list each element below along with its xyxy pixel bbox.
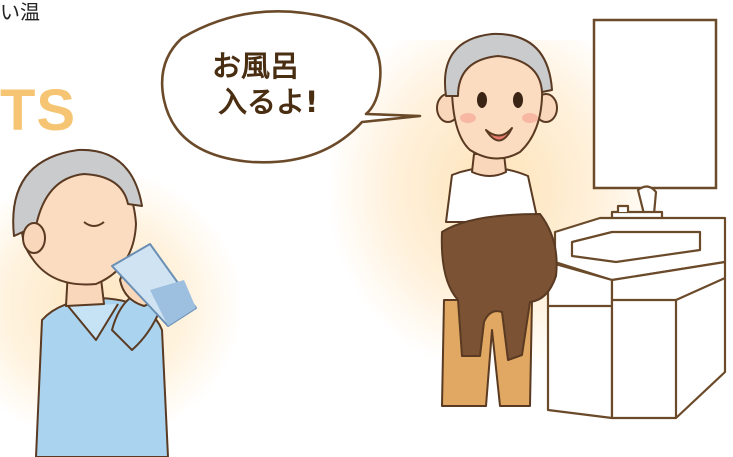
washbasin-vanity-icon bbox=[546, 185, 727, 420]
elderly-man-drinking-icon bbox=[12, 148, 197, 457]
top-text-fragment: い温 bbox=[0, 0, 40, 24]
elderly-man-undressing-icon bbox=[436, 32, 558, 407]
water-glass-icon bbox=[111, 243, 197, 327]
brand-text-fragment: TS bbox=[0, 78, 77, 143]
speech-bubble-text: お風呂 入るよ! bbox=[212, 48, 342, 121]
speech-bubble-line-1: お風呂 bbox=[212, 49, 300, 83]
speech-bubble-outline bbox=[160, 10, 422, 164]
speech-bubble-line-2: 入るよ! bbox=[218, 85, 319, 120]
wall-mirror-icon bbox=[592, 18, 718, 190]
